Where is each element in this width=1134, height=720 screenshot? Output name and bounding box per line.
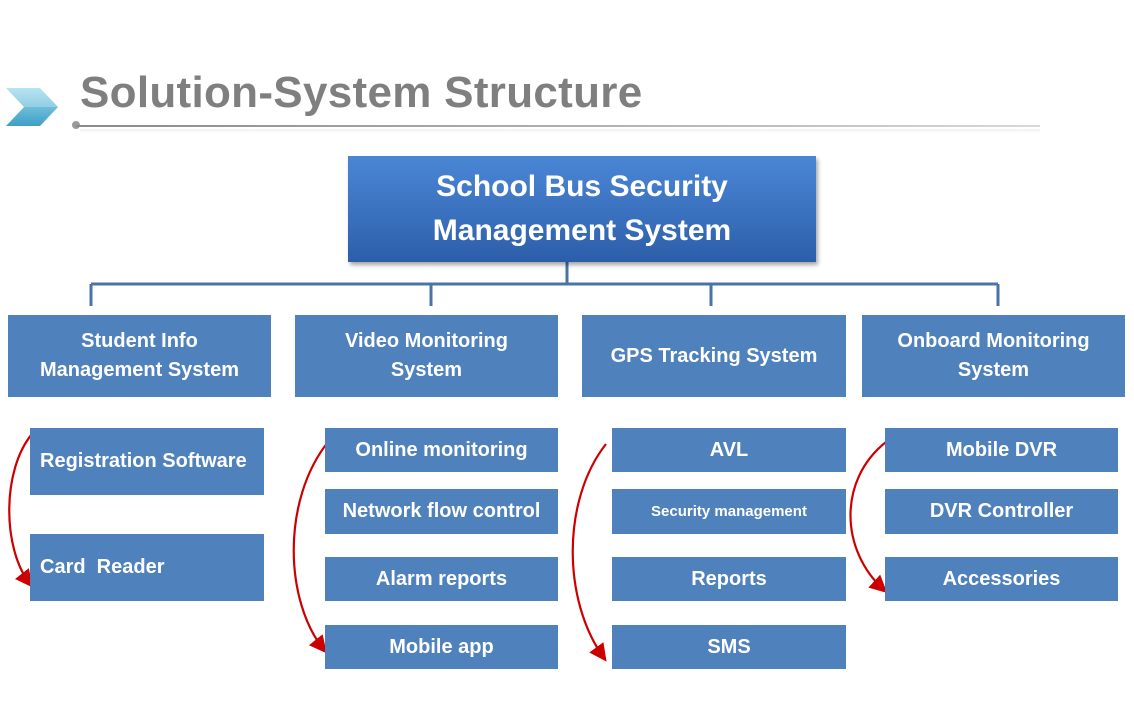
tree-connectors	[89, 262, 1000, 306]
curved-arrow-2	[292, 441, 329, 654]
item-label: Reports	[691, 567, 767, 590]
item-accessories: Accessories	[885, 557, 1118, 601]
item-mobile-dvr: Mobile DVR	[885, 428, 1118, 472]
item-alarm-reports: Alarm reports	[325, 557, 558, 601]
item-sms: SMS	[612, 625, 846, 669]
item-label: SMS	[707, 635, 751, 658]
category-label: Student Info Management System	[40, 330, 239, 381]
item-network-flow-control: Network flow control	[325, 489, 558, 534]
category-onboard-monitoring: Onboard Monitoring System	[862, 315, 1125, 397]
item-reports: Reports	[612, 557, 846, 601]
item-label: Network flow control	[342, 500, 541, 522]
item-mobile-app: Mobile app	[325, 625, 558, 669]
root-label: School Bus Security Management System	[432, 170, 732, 247]
item-label: Mobile DVR	[945, 438, 1058, 461]
item-label: Security management	[651, 503, 807, 520]
item-avl: AVL	[612, 428, 846, 472]
item-card-reader: Card Reader	[30, 534, 264, 601]
item-online-monitoring: Online monitoring	[325, 428, 558, 472]
slide-title: Solution-System Structure	[80, 68, 643, 117]
category-label: GPS Tracking System	[610, 344, 818, 367]
category-gps-tracking: GPS Tracking System	[582, 315, 846, 397]
category-label: Video Monitoring System	[345, 330, 508, 381]
category-label: Onboard Monitoring System	[897, 330, 1090, 381]
item-label: Accessories	[942, 567, 1061, 590]
chevron-icon	[6, 88, 58, 126]
item-security-management: Security management	[612, 489, 846, 534]
item-dvr-controller: DVR Controller	[885, 489, 1118, 534]
category-student-info: Student Info Management System	[8, 315, 271, 397]
category-video-monitoring: Video Monitoring System	[295, 315, 558, 397]
title-divider	[76, 125, 1040, 127]
item-registration-software: Registration Software	[30, 428, 264, 495]
root-node: School Bus Security Management System	[348, 156, 816, 262]
curved-arrow-4	[849, 441, 888, 593]
curved-arrow-3	[571, 443, 607, 662]
item-label: Mobile app	[389, 635, 494, 658]
item-label: Registration Software	[40, 450, 247, 472]
item-label: Alarm reports	[375, 567, 508, 590]
title-divider-shadow	[80, 129, 1040, 133]
item-label: Online monitoring	[355, 438, 528, 461]
item-label: DVR Controller	[929, 500, 1074, 522]
item-label: AVL	[709, 438, 749, 461]
curved-arrows	[8, 433, 888, 662]
curved-arrow-1	[8, 433, 33, 588]
item-label: Card Reader	[40, 556, 165, 578]
